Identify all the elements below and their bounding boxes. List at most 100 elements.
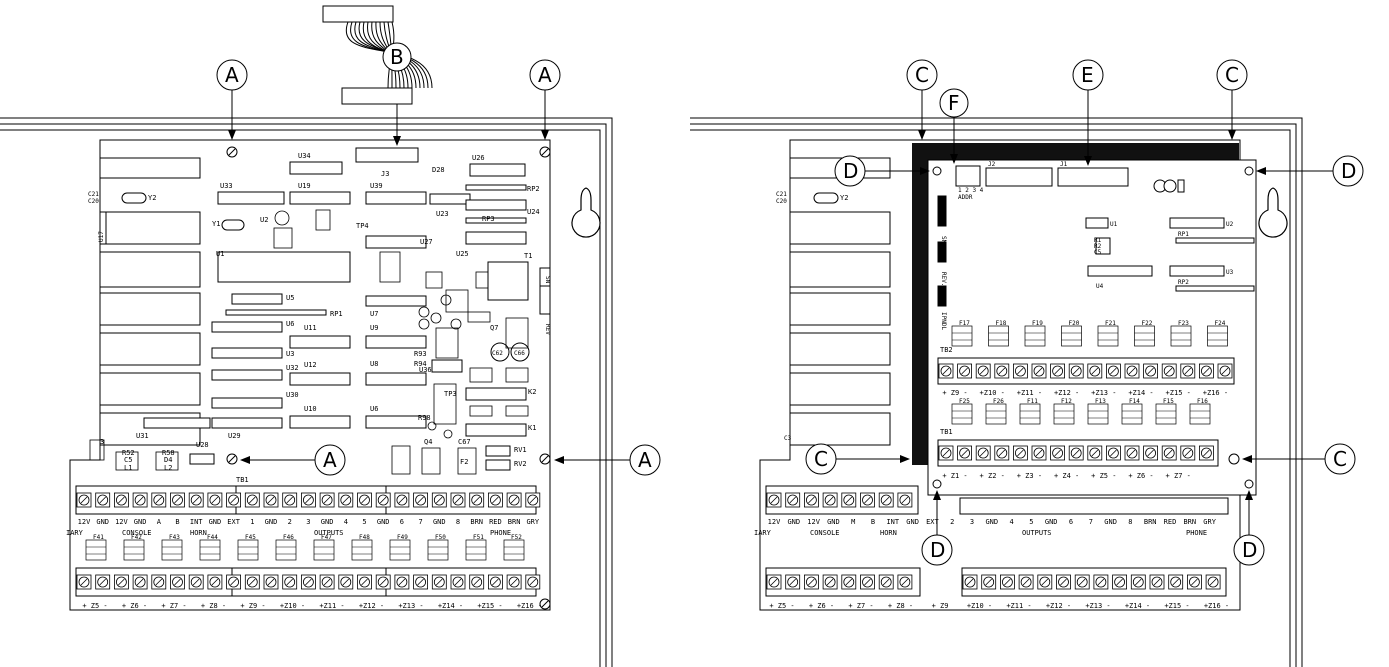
svg-text:F45: F45 xyxy=(245,534,256,541)
svg-text:F50: F50 xyxy=(435,534,446,541)
right-base-top-strip xyxy=(765,485,1229,515)
tb1-terminal-screw xyxy=(1143,445,1158,461)
right-enclosure xyxy=(690,117,1303,667)
svg-text:D4: D4 xyxy=(164,456,172,464)
terminal-label: GND xyxy=(906,518,919,526)
right-base-group-labels: IARY CONSOLE HORN OUTPUTS PHONE xyxy=(754,529,1207,537)
svg-text:U33: U33 xyxy=(220,182,233,190)
svg-text:RV1: RV1 xyxy=(514,446,527,454)
chip-u19: U19 xyxy=(289,182,351,205)
left-bottom-terminal-screw xyxy=(319,574,335,590)
tb1-terminal-screw xyxy=(1013,445,1028,461)
svg-text:U28: U28 xyxy=(196,441,209,449)
fuse: F41 xyxy=(85,534,107,561)
zone-label: + Z5 - xyxy=(82,602,107,610)
svg-text:SN.: SN. xyxy=(940,236,947,247)
chip-u8: U8 xyxy=(365,360,427,386)
cap-c62 xyxy=(490,342,510,362)
base-top-terminal-screw xyxy=(804,492,819,508)
fuse: F15 xyxy=(1155,398,1177,425)
svg-text:C62: C62 xyxy=(492,350,503,357)
svg-text:HORN: HORN xyxy=(190,529,207,537)
zone-label: + Z7 - xyxy=(848,602,873,610)
left-bottom-terminal-screw xyxy=(525,574,541,590)
terminal-label: GND xyxy=(787,518,800,526)
svg-text:A: A xyxy=(225,63,239,87)
terminal-label: 4 xyxy=(344,518,348,526)
svg-text:F44: F44 xyxy=(207,534,218,541)
svg-text:F13: F13 xyxy=(1095,398,1106,405)
svg-text:J2: J2 xyxy=(988,161,996,168)
svg-text:U34: U34 xyxy=(298,152,311,160)
svg-text:U5: U5 xyxy=(286,294,294,302)
rp2 xyxy=(465,184,527,191)
base-bottom-terminal-screw xyxy=(1018,574,1034,590)
rev-block xyxy=(539,285,551,315)
svg-text:U25: U25 xyxy=(456,250,469,258)
tb2-terminal-screw xyxy=(975,363,991,379)
svg-text:D: D xyxy=(843,159,858,183)
left-bottom-terminal-screw xyxy=(375,574,391,590)
svg-text:OUTPUTS: OUTPUTS xyxy=(1022,529,1052,537)
svg-text:F17: F17 xyxy=(959,320,970,327)
svg-text:F51: F51 xyxy=(473,534,484,541)
terminal-label: 3 xyxy=(970,518,974,526)
svg-text:RP3: RP3 xyxy=(482,215,495,223)
left-top-terminal-strip xyxy=(75,485,541,515)
fuse: F24 xyxy=(1207,320,1228,347)
tb2-terminal-screw xyxy=(1143,363,1158,379)
zone-label: +Z12 - xyxy=(1046,602,1071,610)
zone-label: + Z9 xyxy=(932,602,949,610)
base-bottom-terminal-screw xyxy=(878,574,894,590)
svg-text:IPNDL: IPNDL xyxy=(940,312,947,330)
terminal-label: 5 xyxy=(362,518,366,526)
left-edge-connectors xyxy=(99,157,201,446)
chip-u10: U10 xyxy=(289,405,351,429)
callout-c-top-left: C xyxy=(906,59,938,140)
zone-label: +Z16 - xyxy=(517,602,542,610)
svg-text:F49: F49 xyxy=(397,534,408,541)
svg-text:E: E xyxy=(1081,63,1094,87)
left-bottom-terminal-screw xyxy=(170,574,185,590)
terminal-label: 5 xyxy=(1029,518,1033,526)
fuse: F51 xyxy=(465,534,487,561)
svg-text:C21: C21 xyxy=(776,191,787,198)
fuse: F23 xyxy=(1170,320,1192,347)
left-bottom-terminal-screw xyxy=(431,574,447,590)
left-bottom-terminal-screw xyxy=(357,574,372,590)
svg-text:T1: T1 xyxy=(524,252,532,260)
svg-text:F11: F11 xyxy=(1027,398,1038,405)
callout-a-right: A xyxy=(554,444,661,476)
chip-u1: U1 xyxy=(216,250,351,283)
svg-text:U24: U24 xyxy=(527,208,540,216)
svg-text:D: D xyxy=(930,538,945,562)
chip-u6a: U6 xyxy=(211,320,294,333)
left-misc-labels: RP2 RP3 RP1 TP4 TP3 T1 Y1 Y2 K1 K2 RV1 R… xyxy=(88,166,551,484)
expansion-tb1-labels: + Z1 -+ Z2 -+ Z3 -+ Z4 -+ Z5 -+ Z6 -+ Z7… xyxy=(942,472,1190,480)
terminal-label: GND xyxy=(265,518,278,526)
svg-text:U1: U1 xyxy=(1110,221,1118,228)
svg-text:U19: U19 xyxy=(298,182,311,190)
fuse: F42 xyxy=(123,534,145,561)
screw-top-left xyxy=(226,146,238,158)
svg-text:R94: R94 xyxy=(414,360,427,368)
chip-u36: U36 xyxy=(419,359,463,374)
left-bottom-terminal-screw xyxy=(95,574,111,590)
expansion-components xyxy=(937,165,1255,307)
svg-text:U2: U2 xyxy=(1226,221,1234,228)
terminal-label: 6 xyxy=(1069,518,1073,526)
left-top-terminal-screw xyxy=(282,492,298,508)
ribbon-cable xyxy=(322,5,433,105)
zone-label: +Z11 - xyxy=(1017,389,1042,397)
fuse: F26 xyxy=(985,398,1007,425)
base-top-terminal-screw xyxy=(785,492,801,508)
callout-a-mid: A xyxy=(240,444,346,476)
terminal-label: EXT xyxy=(227,518,240,526)
svg-text:U9: U9 xyxy=(370,324,378,332)
tb1-terminal-screw xyxy=(975,445,991,461)
svg-text:F41: F41 xyxy=(93,534,104,541)
base-bottom-terminal-screw xyxy=(804,574,819,590)
screw-bottom-right xyxy=(539,598,551,610)
